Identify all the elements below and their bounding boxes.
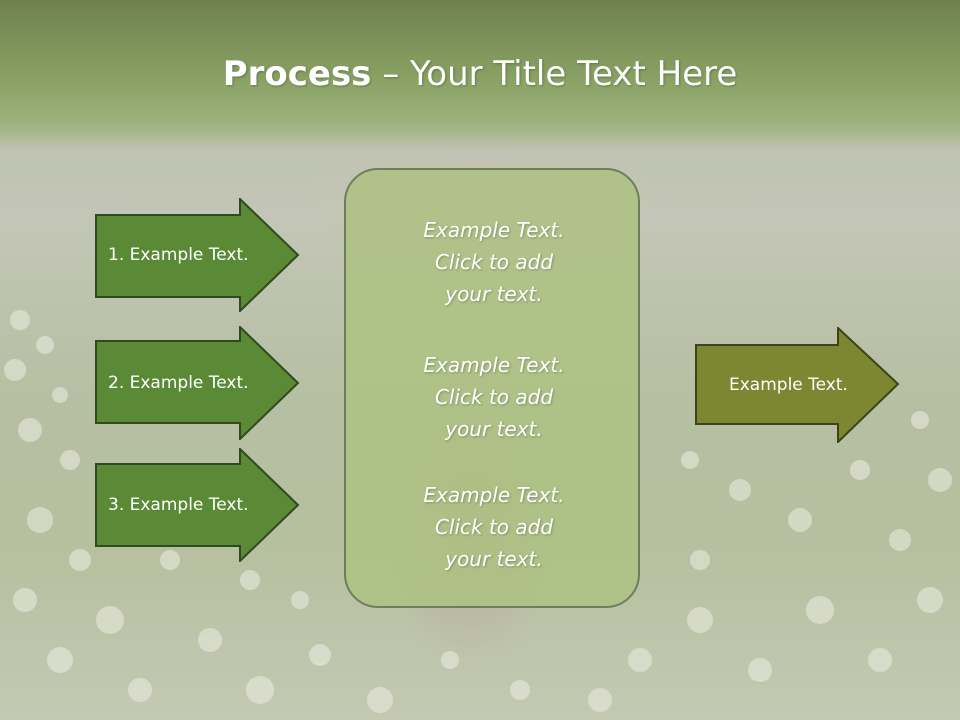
center-block-2-line-2: Click to add	[434, 385, 554, 409]
result-arrow-shape	[695, 327, 900, 443]
title-bold: Process	[222, 54, 372, 94]
process-arrow-1[interactable]: 1. Example Text.	[95, 198, 300, 312]
center-block-1-line-3: your text.	[445, 282, 543, 306]
center-block-1-line-2: Click to add	[434, 250, 554, 274]
page-title[interactable]: Process – Your Title Text Here	[0, 52, 960, 96]
arrow-label-1: 1. Example Text.	[108, 245, 249, 265]
center-block-3-line-3: your text.	[445, 547, 543, 571]
center-block-2-line-1: Example Text.	[423, 353, 565, 377]
title-band	[0, 0, 960, 150]
arrow-label-3: 3. Example Text.	[108, 495, 249, 515]
center-block-3-line-1: Example Text.	[423, 483, 565, 507]
center-block-2[interactable]: Example Text. Click to add your text.	[346, 349, 642, 445]
result-arrow[interactable]: Example Text.	[695, 327, 900, 443]
center-block-2-line-3: your text.	[445, 417, 543, 441]
arrow-shape-3	[95, 448, 300, 562]
process-arrow-3[interactable]: 3. Example Text.	[95, 448, 300, 562]
center-text-box[interactable]: Example Text. Click to add your text. Ex…	[344, 168, 640, 608]
center-block-3-line-2: Click to add	[434, 515, 554, 539]
center-block-3[interactable]: Example Text. Click to add your text.	[346, 479, 642, 575]
title-rest: – Your Title Text Here	[371, 54, 738, 94]
process-arrow-2[interactable]: 2. Example Text.	[95, 326, 300, 440]
arrow-shape-1	[95, 198, 300, 312]
center-block-1-line-1: Example Text.	[423, 218, 565, 242]
result-arrow-label: Example Text.	[729, 375, 848, 395]
arrow-shape-2	[95, 326, 300, 440]
arrow-label-2: 2. Example Text.	[108, 373, 249, 393]
center-block-1[interactable]: Example Text. Click to add your text.	[346, 214, 642, 310]
